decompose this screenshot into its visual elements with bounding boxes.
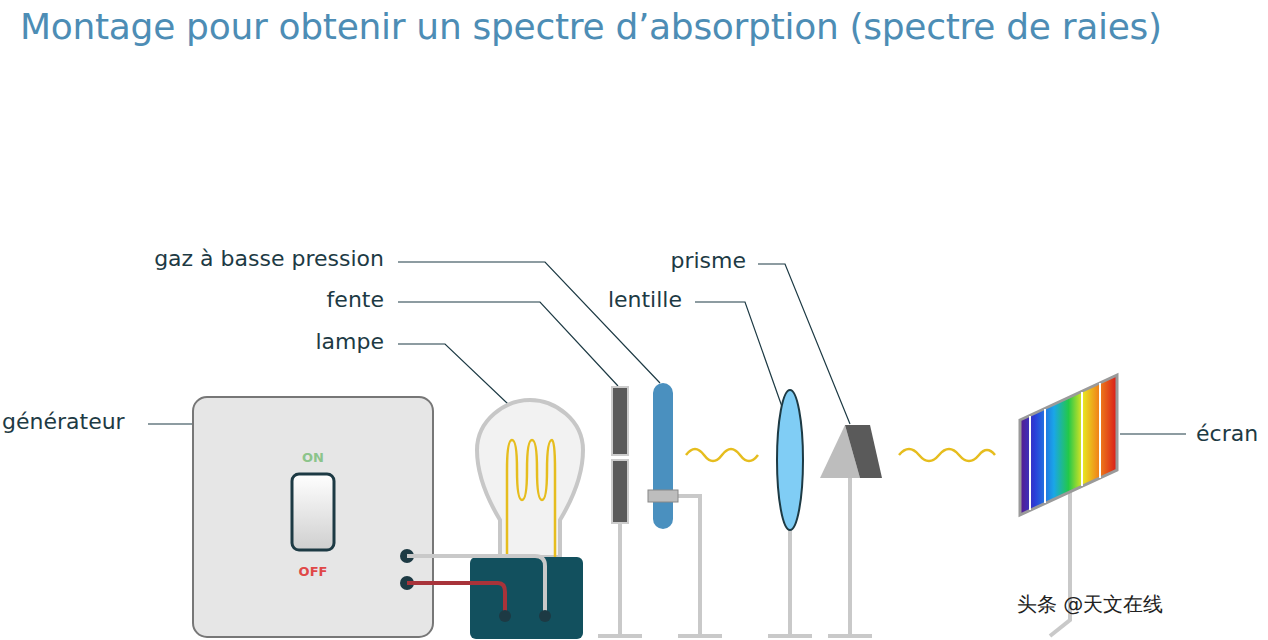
spectrum-screen	[1020, 375, 1117, 515]
part-label: générateur	[2, 409, 125, 435]
clamp	[648, 490, 678, 502]
spectrum-lines	[1030, 383, 1100, 510]
part-label: gaz à basse pression	[154, 246, 384, 272]
switch-label: ON	[302, 450, 324, 465]
gas-tube	[653, 383, 673, 529]
stands	[598, 478, 1070, 636]
part-label: écran	[1196, 421, 1258, 447]
generator-box	[193, 397, 433, 637]
switch	[292, 474, 334, 550]
bulb	[477, 400, 583, 557]
title: Montage pour obtenir un spectre d’absorp…	[20, 6, 1162, 47]
prism	[845, 425, 882, 478]
terminal	[539, 610, 551, 622]
light-wave	[899, 449, 995, 461]
generator-node: ON OFF	[193, 397, 433, 637]
part-label: fente	[327, 287, 384, 313]
part-label: lampe	[315, 329, 384, 355]
filament	[507, 440, 555, 557]
part-label: lentille	[608, 287, 682, 313]
switch-label: OFF	[299, 564, 328, 579]
terminal	[499, 610, 511, 622]
wire	[407, 556, 545, 612]
light-wave	[686, 449, 758, 461]
wire	[407, 583, 505, 612]
lamp-base	[470, 557, 583, 639]
slit	[612, 387, 628, 455]
part-label: prisme	[670, 248, 746, 274]
lens	[777, 390, 803, 530]
watermark: 头条 @天文在线	[1017, 591, 1163, 618]
slit	[612, 460, 628, 523]
